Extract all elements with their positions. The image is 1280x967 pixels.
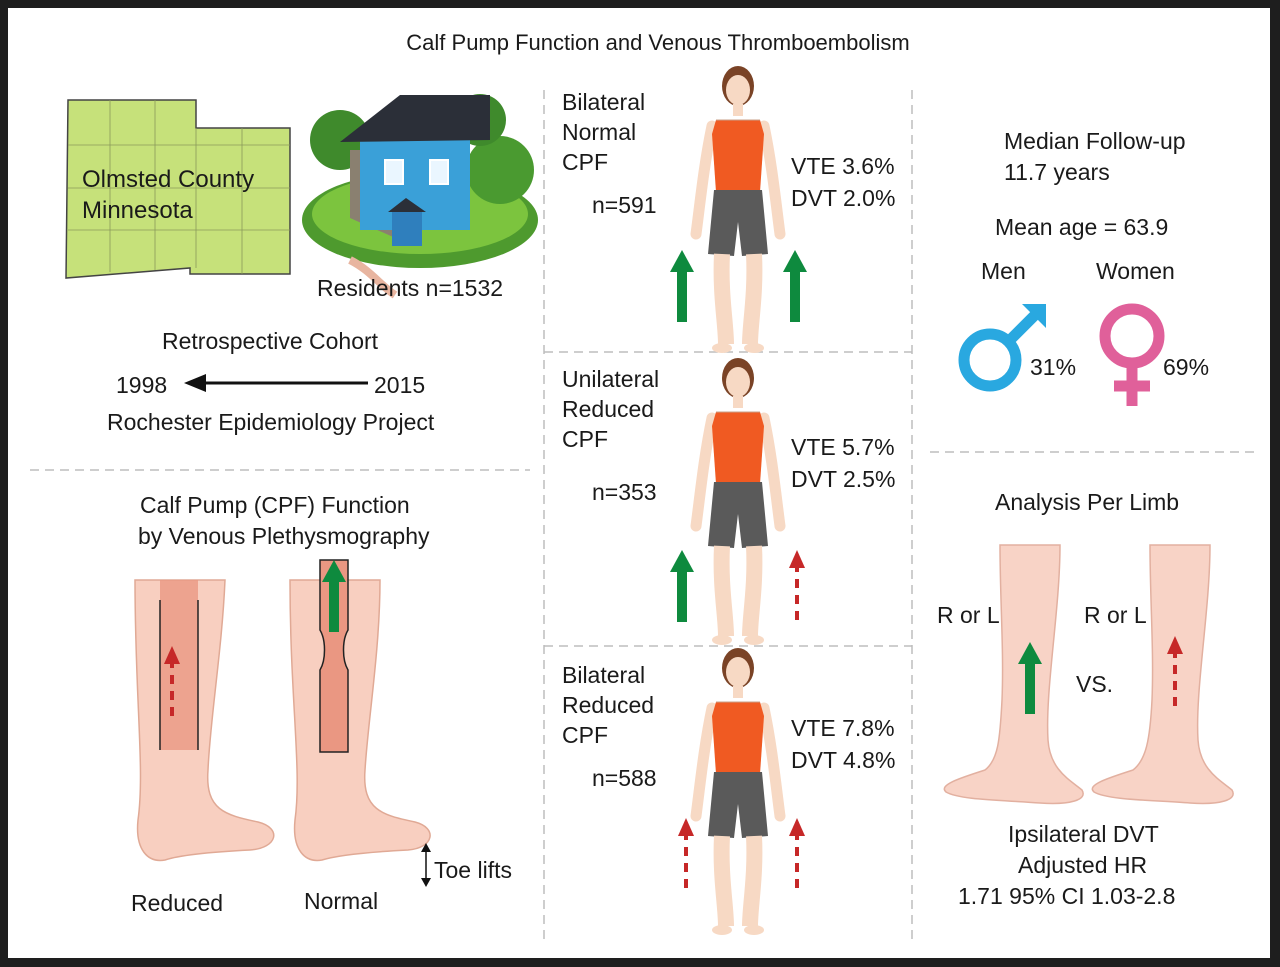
group1-n: n=591 bbox=[592, 192, 657, 218]
men-label: Men bbox=[981, 258, 1026, 284]
figure-unilateral-reduced bbox=[696, 358, 780, 645]
residents-count: Residents n=1532 bbox=[317, 275, 504, 301]
county-name: Olmsted County bbox=[82, 166, 255, 193]
group1-vte: VTE 3.6% bbox=[791, 153, 895, 179]
group1-line3: CPF bbox=[562, 149, 608, 175]
state-name: Minnesota bbox=[82, 197, 193, 224]
cohort-project: Rochester Epidemiology Project bbox=[107, 409, 435, 435]
limb-right-label: R or L bbox=[1084, 602, 1147, 628]
result-line3: 1.71 95% CI 1.03-2.8 bbox=[958, 883, 1176, 909]
group1-line1: Bilateral bbox=[562, 89, 646, 115]
analysis-title: Analysis Per Limb bbox=[995, 489, 1180, 515]
group2-line2: Reduced bbox=[562, 396, 655, 422]
group1-dvt: DVT 2.0% bbox=[791, 185, 896, 211]
page-title: Calf Pump Function and Venous Thromboemb… bbox=[406, 30, 910, 55]
group1-line2: Normal bbox=[562, 119, 637, 145]
leg-label-normal: Normal bbox=[304, 888, 379, 914]
group3-line3: CPF bbox=[562, 722, 608, 748]
timeline-arrow bbox=[184, 374, 368, 392]
result-line1: Ipsilateral DVT bbox=[1008, 821, 1159, 847]
red-dashed-arrow-icon bbox=[787, 816, 807, 890]
limb-left-illustration bbox=[943, 544, 1084, 805]
figure-bilateral-reduced bbox=[696, 648, 780, 935]
versus-label: VS. bbox=[1076, 671, 1114, 697]
followup-value: 11.7 years bbox=[1004, 159, 1110, 185]
green-arrow-icon bbox=[670, 550, 694, 622]
cohort-start-year: 1998 bbox=[116, 372, 168, 398]
green-arrow-icon bbox=[670, 250, 694, 322]
group3-line2: Reduced bbox=[562, 692, 655, 718]
red-dashed-arrow-icon bbox=[676, 816, 696, 890]
red-dashed-arrow-icon bbox=[787, 548, 807, 622]
group2-vte: VTE 5.7% bbox=[791, 434, 895, 460]
female-symbol-icon bbox=[1099, 303, 1165, 406]
figure-bilateral-normal bbox=[696, 66, 780, 353]
group2-line1: Unilateral bbox=[562, 366, 660, 392]
leg-normal-illustration bbox=[289, 559, 431, 862]
women-percent: 69% bbox=[1163, 354, 1210, 380]
group2-line3: CPF bbox=[562, 426, 608, 452]
followup-label: Median Follow-up bbox=[1004, 128, 1186, 154]
men-percent: 31% bbox=[1030, 354, 1077, 380]
group2-n: n=353 bbox=[592, 479, 657, 505]
toe-lift-arrow-icon bbox=[421, 843, 431, 887]
limb-left-label: R or L bbox=[937, 602, 1000, 628]
green-arrow-icon bbox=[783, 250, 807, 322]
toe-lifts-label: Toe lifts bbox=[434, 857, 512, 883]
cpf-method-title: Calf Pump (CPF) Function bbox=[140, 492, 410, 518]
limb-right-illustration bbox=[1091, 544, 1234, 805]
leg-label-reduced: Reduced bbox=[131, 890, 224, 916]
group2-dvt: DVT 2.5% bbox=[791, 466, 896, 492]
cpf-method-subtitle: by Venous Plethysmography bbox=[138, 523, 430, 549]
leg-reduced-illustration bbox=[134, 579, 275, 862]
group3-vte: VTE 7.8% bbox=[791, 715, 895, 741]
cohort-title: Retrospective Cohort bbox=[162, 328, 379, 354]
result-line2: Adjusted HR bbox=[1018, 852, 1148, 878]
women-label: Women bbox=[1096, 258, 1175, 284]
group3-dvt: DVT 4.8% bbox=[791, 747, 896, 773]
male-symbol-icon bbox=[958, 304, 1046, 392]
mean-age: Mean age = 63.9 bbox=[995, 214, 1169, 240]
group3-line1: Bilateral bbox=[562, 662, 646, 688]
group3-n: n=588 bbox=[592, 765, 657, 791]
cohort-end-year: 2015 bbox=[374, 372, 426, 398]
house-illustration bbox=[302, 94, 538, 299]
county-map bbox=[65, 99, 291, 279]
